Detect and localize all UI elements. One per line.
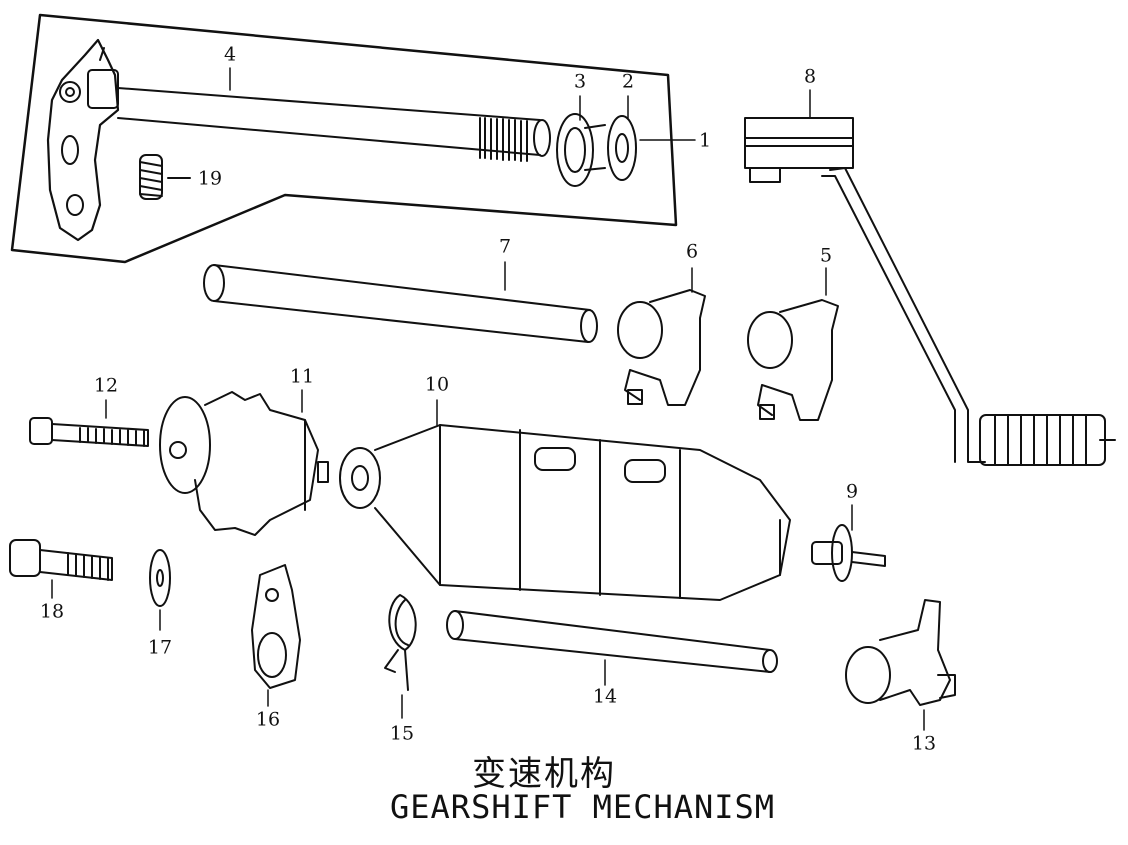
callout-11: 11 <box>289 365 315 388</box>
stopper-arm-16 <box>251 564 301 689</box>
washer-17 <box>149 549 171 607</box>
callout-4: 4 <box>223 43 237 66</box>
shift-pedal <box>744 117 1116 466</box>
callout-15: 15 <box>389 722 415 745</box>
shift-fork-13 <box>845 599 956 706</box>
shift-cam-11 <box>159 391 329 536</box>
shift-drum-10 <box>339 424 791 601</box>
spring-15 <box>384 594 417 691</box>
washer-2 <box>607 115 637 181</box>
callout-13: 13 <box>911 732 937 755</box>
diagram-title-chinese: 变速机构 <box>472 754 616 794</box>
callout-16: 16 <box>255 708 281 731</box>
callout-12: 12 <box>93 374 119 397</box>
callout-10: 10 <box>424 373 450 396</box>
callout-7: 7 <box>498 235 512 258</box>
callout-8: 8 <box>803 65 817 88</box>
shift-fork-5 <box>747 299 839 421</box>
shift-fork-6 <box>617 289 706 406</box>
diagram-title-english: GEARSHIFT MECHANISM <box>390 788 776 826</box>
assembly-frame <box>10 13 678 264</box>
callout-14: 14 <box>592 685 618 708</box>
fork-rod-7 <box>203 264 598 343</box>
pin-9 <box>811 524 886 582</box>
callout-3: 3 <box>573 70 587 93</box>
fork-rod-14 <box>446 610 778 673</box>
callout-18: 18 <box>39 600 65 623</box>
callout-19: 19 <box>197 167 223 190</box>
callout-1: 1 <box>698 129 712 152</box>
callout-6: 6 <box>685 240 699 263</box>
shift-shaft-arm <box>46 38 120 242</box>
spring-19 <box>139 154 191 200</box>
callout-9: 9 <box>845 480 859 503</box>
bolt-12 <box>29 417 149 447</box>
shift-shaft <box>117 87 551 162</box>
callout-2: 2 <box>621 70 635 93</box>
torsion-spring-3 <box>556 113 606 187</box>
callout-17: 17 <box>147 636 173 659</box>
bolt-18 <box>9 539 113 581</box>
callout-5: 5 <box>819 244 833 267</box>
